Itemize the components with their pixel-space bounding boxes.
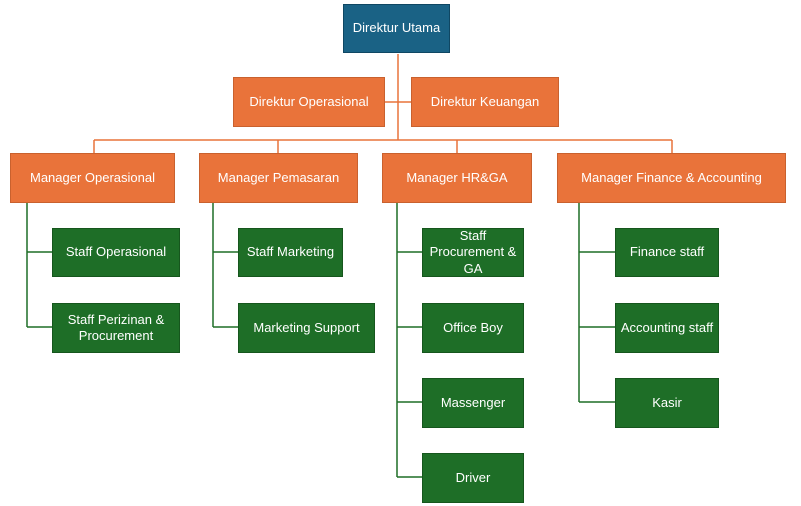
node-marketing-support: Marketing Support (238, 303, 375, 353)
node-direktur-utama: Direktur Utama (343, 4, 450, 53)
node-kasir: Kasir (615, 378, 719, 428)
node-direktur-operasional: Direktur Operasional (233, 77, 385, 127)
node-massenger: Massenger (422, 378, 524, 428)
node-manager-hrga: Manager HR&GA (382, 153, 532, 203)
node-staff-marketing: Staff Marketing (238, 228, 343, 277)
node-finance-staff: Finance staff (615, 228, 719, 277)
node-manager-operasional: Manager Operasional (10, 153, 175, 203)
node-accounting-staff: Accounting staff (615, 303, 719, 353)
node-office-boy: Office Boy (422, 303, 524, 353)
node-direktur-keuangan: Direktur Keuangan (411, 77, 559, 127)
node-staff-perizinan-procurement: Staff Perizinan & Procurement (52, 303, 180, 353)
node-staff-procurement-ga: Staff Procurement & GA (422, 228, 524, 277)
node-manager-pemasaran: Manager Pemasaran (199, 153, 358, 203)
node-manager-finance-accounting: Manager Finance & Accounting (557, 153, 786, 203)
node-staff-operasional: Staff Operasional (52, 228, 180, 277)
node-driver: Driver (422, 453, 524, 503)
